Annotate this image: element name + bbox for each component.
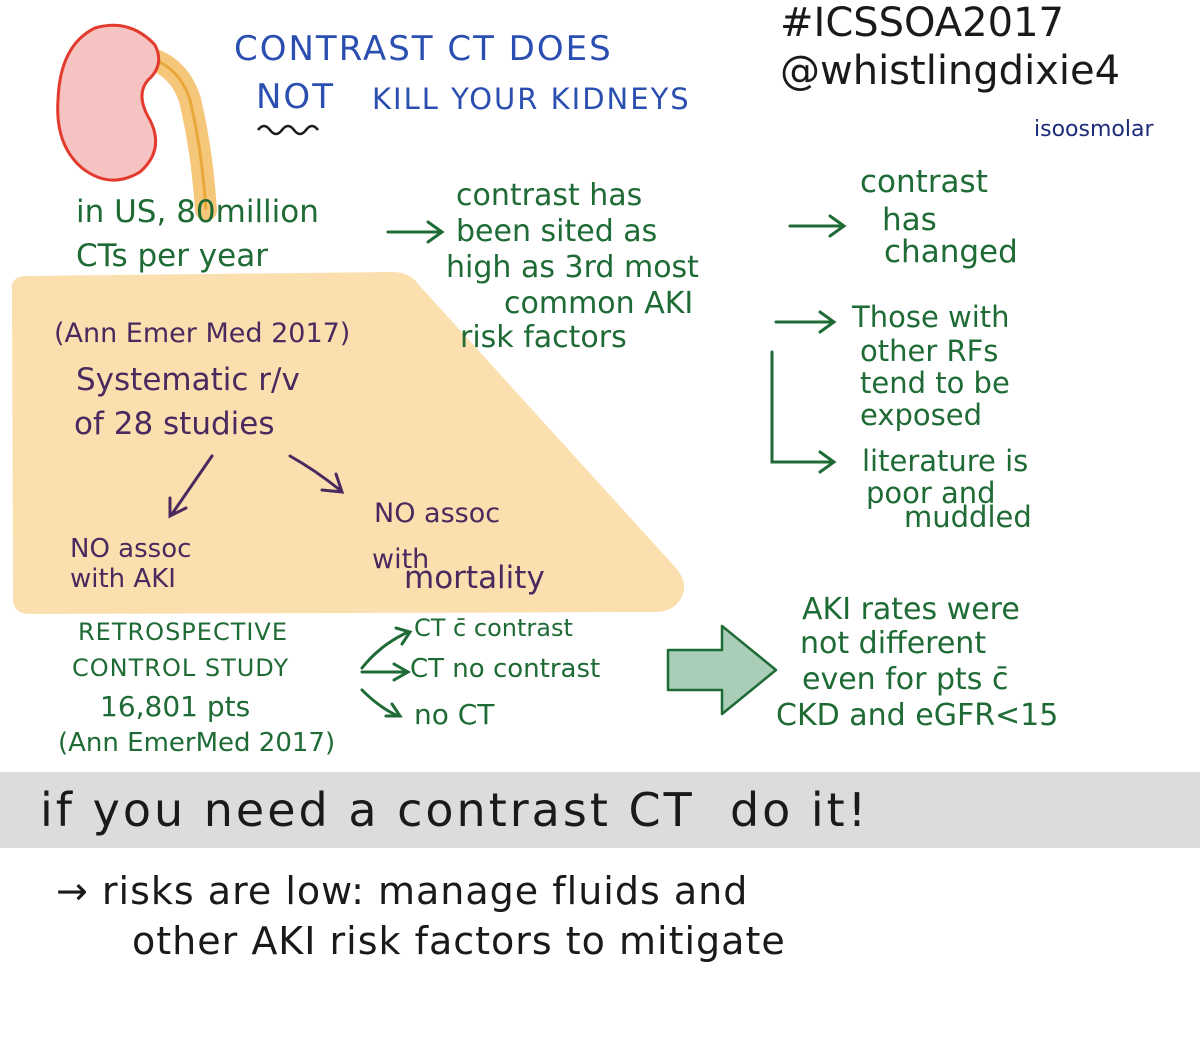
conclusion-banner: if you need a contrast CT do it! (40, 783, 870, 837)
cited-line-2: been sited as (456, 214, 658, 249)
others-line-1: Those with (852, 300, 1010, 334)
retro-line-2: CONTROL STUDY (72, 654, 290, 682)
conclusion-banner-bg (0, 772, 1200, 848)
arrow-to-aki (168, 454, 214, 519)
arrow-to-with-contrast (360, 626, 413, 670)
result-line-2: not different (800, 626, 987, 661)
stat-line-1: in US, 80million (76, 194, 319, 230)
handle: @whistlingdixie4 (780, 48, 1121, 94)
cited-line-1: contrast has (456, 178, 643, 213)
cited-line-3: high as 3rd most (446, 250, 699, 285)
cited-line-5: risk factors (460, 320, 627, 355)
changed-line-2: has (882, 202, 937, 238)
branch-no-ct: no CT (414, 698, 495, 731)
arrow-to-others (774, 310, 837, 334)
literature-line-2: poor and (866, 476, 996, 510)
mortality-line-2: with (372, 544, 430, 575)
mortality-line-3: mortality (404, 560, 545, 596)
review-line-1: Systematic r/v (76, 362, 300, 398)
aki-line-2: with AKI (70, 564, 176, 594)
conclusion-line-2: other AKI risk factors to mitigate (132, 919, 786, 963)
literature-line-3: muddled (904, 500, 1032, 534)
arrow-cited-to-changed (788, 214, 847, 238)
aki-line-1: NO assoc (70, 534, 192, 564)
retro-citation: (Ann EmerMed 2017) (58, 728, 336, 758)
title-not: NOT (256, 77, 335, 117)
retro-line-3: 16,801 pts (100, 690, 251, 723)
result-line-4: CKD and eGFR<15 (776, 698, 1059, 733)
others-line-3: tend to be (860, 366, 1010, 400)
others-line-4: exposed (860, 398, 983, 432)
others-line-2: other RFs (860, 334, 999, 368)
review-box (11, 272, 685, 614)
stat-line-2: CTs per year (76, 238, 268, 274)
result-line-1: AKI rates were (802, 592, 1020, 627)
conclusion-line-1: → risks are low: manage fluids and (56, 869, 749, 913)
hashtag: #ICSSOA2017 (780, 0, 1064, 46)
branch-no-contrast: CT no contrast (410, 654, 601, 684)
isoosmolar-note: isoosmolar (1034, 117, 1154, 142)
branch-with-contrast: CT c̄ contrast (414, 614, 573, 642)
review-line-2: of 28 studies (74, 406, 275, 442)
changed-line-1: contrast (860, 164, 988, 200)
not-squiggle (257, 124, 319, 136)
cited-line-4: common AKI (504, 286, 694, 321)
big-arrow-icon (666, 624, 778, 716)
mortality-line-1: NO assoc (374, 498, 501, 529)
literature-line-1: literature is (862, 444, 1029, 478)
arrow-to-literature (770, 350, 837, 474)
arrow-stat-to-cited (386, 220, 445, 244)
arrow-to-no-ct (360, 688, 403, 718)
arrow-to-mortality (288, 454, 345, 494)
kidney-icon (56, 23, 217, 221)
title-line-1: CONTRAST CT DOES (234, 29, 613, 69)
result-line-3: even for pts c̄ (802, 662, 1009, 697)
review-citation: (Ann Emer Med 2017) (54, 318, 351, 349)
changed-line-3: changed (884, 234, 1018, 270)
retro-line-1: RETROSPECTIVE (78, 618, 289, 646)
title-line-2: KILL YOUR KIDNEYS (372, 82, 691, 116)
arrow-to-no-contrast (360, 662, 412, 682)
